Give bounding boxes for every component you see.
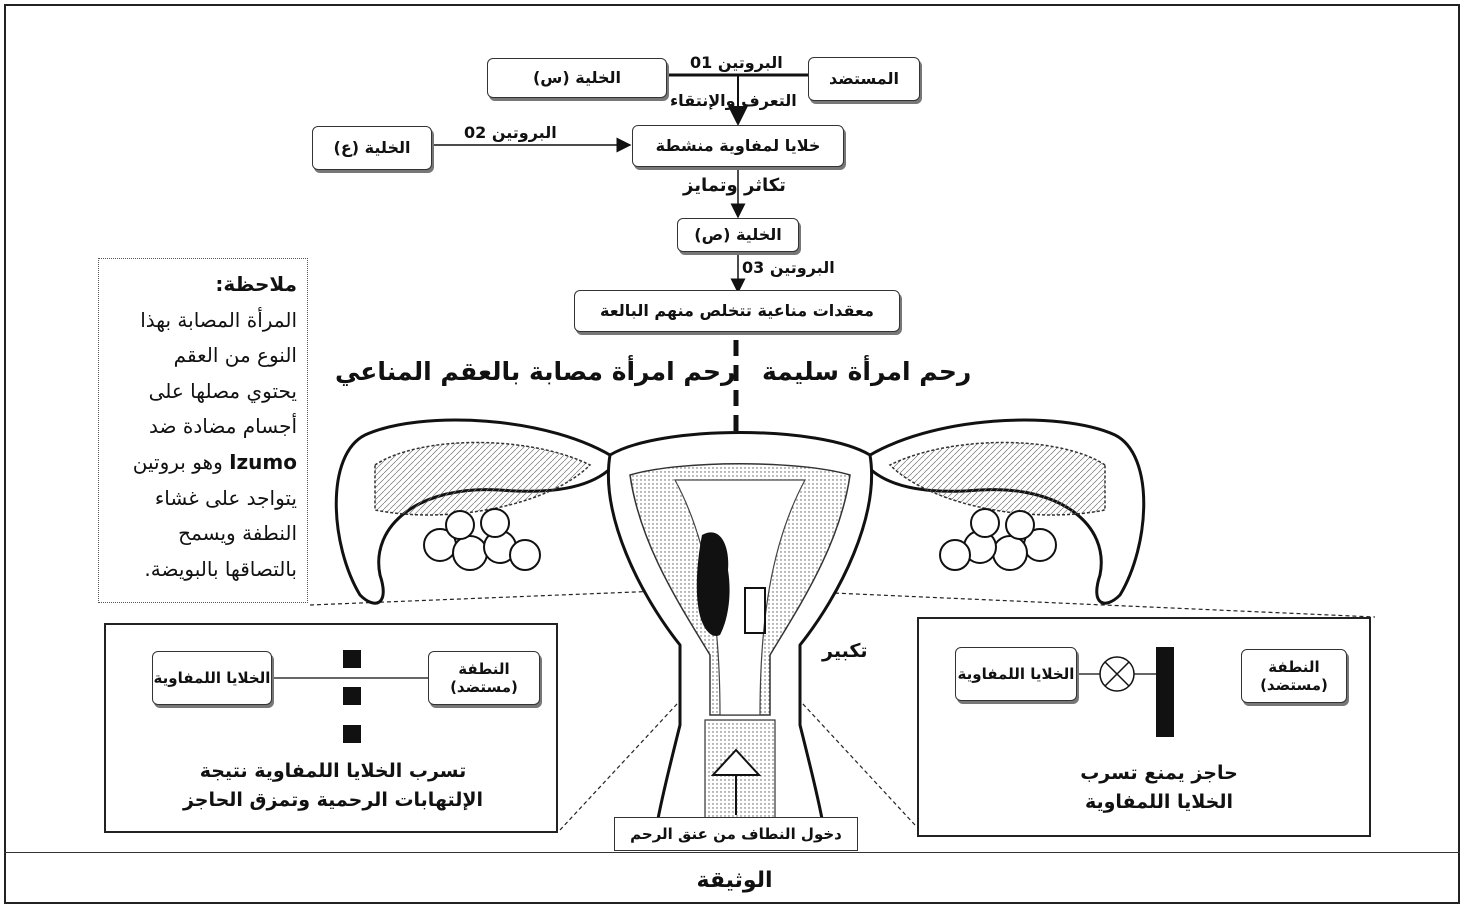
protein03-label: البروتين 03	[742, 258, 835, 277]
note-title: ملاحظة:	[109, 267, 297, 303]
note-line: النوع من العقم	[109, 338, 297, 374]
cell-s-box: الخلية (س)	[487, 58, 667, 98]
note-line: المرأة المصابة بهذا	[109, 303, 297, 339]
left-sperm-box: النطفة (مستضد)	[428, 651, 540, 705]
sperm-entry-box: دخول النطاف من عنق الرحم	[614, 817, 858, 851]
left-lymph-box: الخلايا اللمفاوية	[152, 651, 272, 705]
zoom-label: تكبير	[822, 640, 868, 662]
proliferation-label: تكاثر وتمايز	[683, 175, 786, 196]
right-caption: حاجز يمنع تسرب الخلايا اللمفاوية	[1029, 759, 1289, 818]
recognition-label: التعرف والإنتقاء	[670, 91, 797, 110]
note-line: النطفة ويسمح	[109, 516, 297, 552]
note-line: يتواجد على غشاء	[109, 481, 297, 517]
protein02-label: البروتين 02	[464, 123, 557, 142]
barrier-bar	[1156, 647, 1174, 737]
right-sperm-box: النطفة (مستضد)	[1241, 649, 1347, 703]
note-line: أجسام مضادة ضد	[109, 409, 297, 445]
healthy-uterus-heading: رحم امرأة سليمة	[762, 357, 971, 386]
antigen-box: المستضد	[808, 57, 920, 101]
left-caption: تسرب الخلايا اللمفاوية نتيجة الإلتهابات …	[106, 757, 560, 816]
document-title: الوثيقة	[0, 868, 1469, 893]
right-zoom-panel: الخلايا اللمفاوية النطفة (مستضد) حاجز يم…	[917, 617, 1371, 837]
izumo-term: Izumo	[229, 450, 297, 474]
infected-uterus-heading: رحم امرأة مصابة بالعقم المناعي	[335, 357, 735, 386]
activated-cells-box: خلايا لمفاوية منشطة	[632, 125, 844, 167]
cell-sad-box: الخلية (ص)	[677, 218, 799, 252]
note-line-izumo: Izumo وهو بروتين	[109, 445, 297, 481]
note-line: بالتصاقها بالبويضة.	[109, 552, 297, 588]
protein01-label: البروتين 01	[690, 53, 783, 72]
note-line: يحتوي مصلها على	[109, 374, 297, 410]
footer-divider	[4, 852, 1460, 853]
cell-a-box: الخلية (ع)	[312, 126, 432, 170]
right-lymph-box: الخلايا اللمفاوية	[955, 647, 1077, 701]
left-zoom-panel: الخلايا اللمفاوية النطفة (مستضد) تسرب ال…	[104, 623, 558, 833]
immune-complexes-box: معقدات مناعية تتخلص منهم البالعة	[574, 290, 900, 332]
note-box: ملاحظة: المرأة المصابة بهذا النوع من الع…	[98, 258, 308, 603]
